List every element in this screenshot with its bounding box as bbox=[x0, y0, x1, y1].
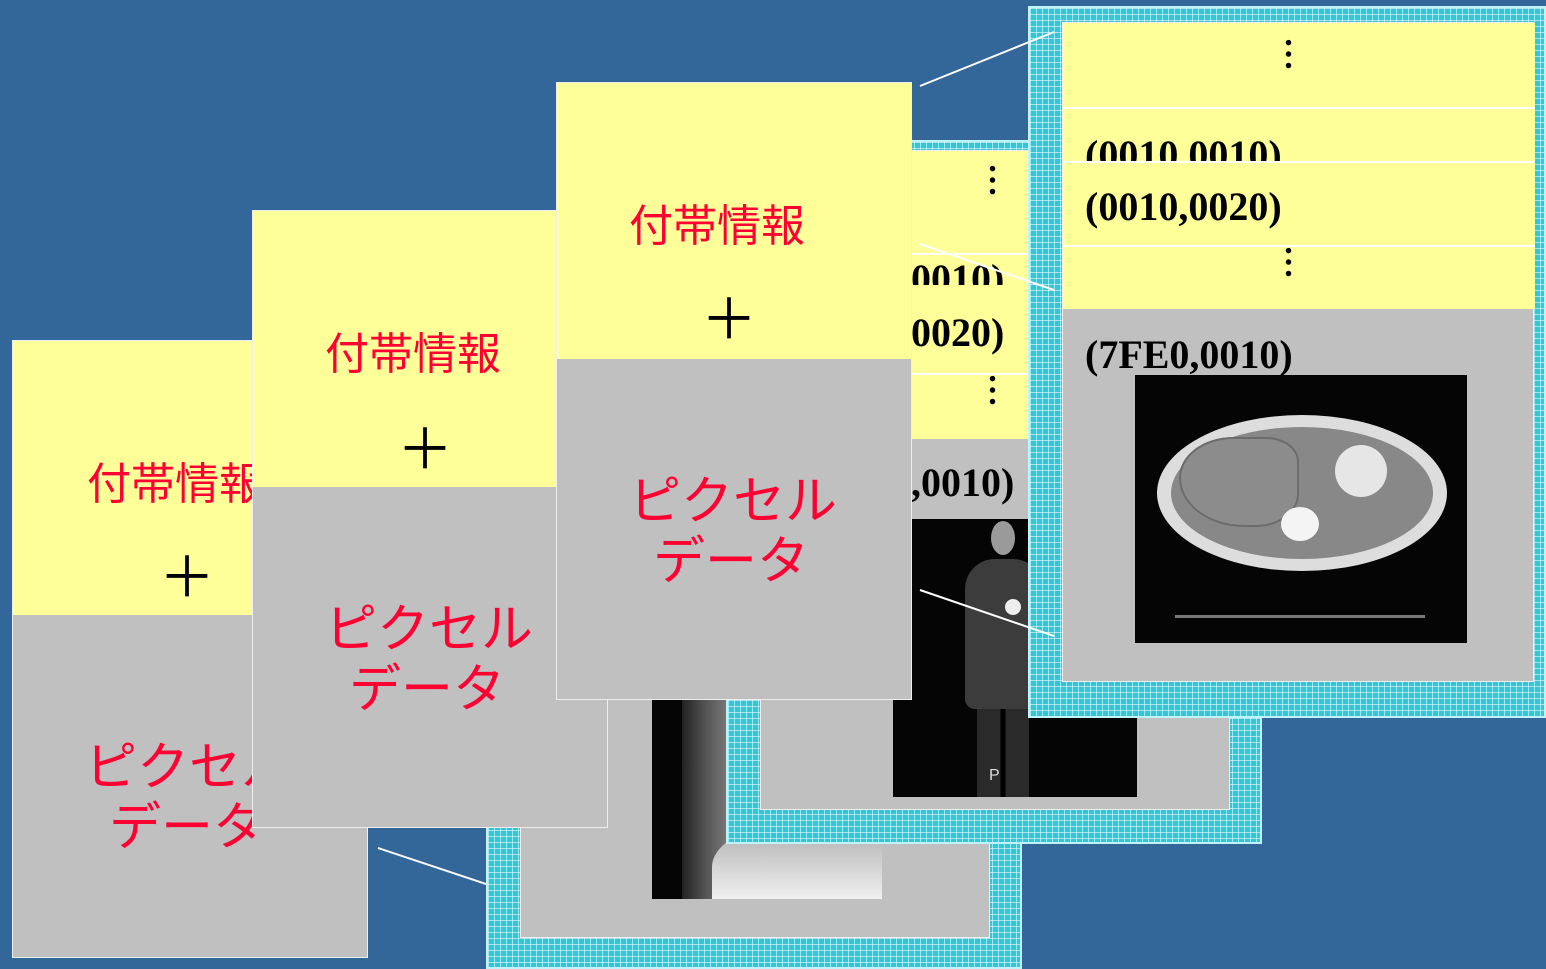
card-1-pixel-label-line2: データ bbox=[109, 798, 266, 858]
pet-marker-label: P bbox=[989, 767, 1000, 784]
pet-patient-id-tag: ,0020) bbox=[901, 310, 1005, 355]
card-3-metadata-section: 付帯情報 ＋ bbox=[557, 83, 911, 359]
card-3-plus-sign: ＋ bbox=[701, 288, 757, 353]
card-3-pixel-label-line1: ピクセル bbox=[629, 472, 838, 532]
dicom-file-card-2: 付帯情報 ＋ ピクセル データ bbox=[252, 210, 608, 828]
ct-abdomen-image bbox=[1135, 375, 1467, 643]
card-2-metadata-label: 付帯情報 bbox=[325, 329, 501, 380]
card-2-pixel-section: ピクセル データ bbox=[253, 487, 607, 827]
ct-table-line bbox=[1175, 615, 1425, 618]
card-1-metadata-label: 付帯情報 bbox=[87, 459, 263, 510]
ct-pixel-data-tag: (7FE0,0010) bbox=[1085, 332, 1293, 377]
card-2-pixel-label-line1: ピクセル bbox=[325, 600, 534, 660]
pet-heart-uptake bbox=[1005, 599, 1021, 615]
card-3-pixel-label-line2: データ bbox=[653, 532, 810, 592]
pet-patient-name-tag: ,0010) bbox=[901, 256, 1005, 285]
card-2-plus-sign: ＋ bbox=[397, 418, 453, 483]
ct-stomach bbox=[1335, 445, 1387, 497]
ct-patient-name-tag: (0010,0010) bbox=[1085, 132, 1282, 161]
pet-ellipsis-top: … bbox=[982, 163, 1019, 195]
card-1-plus-sign: ＋ bbox=[159, 546, 215, 611]
card-3-pixel-section: ピクセル データ bbox=[557, 359, 911, 699]
pet-legs bbox=[977, 709, 1029, 797]
ct-liver bbox=[1179, 437, 1299, 527]
ct-patient-id-tag: (0010,0020) bbox=[1085, 184, 1282, 229]
ct-ellipsis-bottom: … bbox=[1278, 245, 1315, 277]
card-3-metadata-label: 付帯情報 bbox=[629, 201, 805, 252]
pet-ellipsis-bottom: … bbox=[982, 373, 1019, 405]
pet-head bbox=[991, 521, 1015, 555]
dicom-file-card-3: 付帯情報 ＋ ピクセル データ bbox=[556, 82, 912, 700]
card-2-pixel-label-line2: データ bbox=[349, 660, 506, 720]
ct-detail-header bbox=[1063, 23, 1535, 309]
ct-ellipsis-top: … bbox=[1278, 37, 1315, 69]
pet-pixel-data-tag: ,0010) bbox=[911, 460, 1015, 505]
dicom-file-card-1: 付帯情報 ＋ ピクセル データ bbox=[12, 340, 368, 958]
ct-detail-panel: … (0010,0010) (0010,0020) … (7FE0,0010) bbox=[1062, 22, 1535, 682]
ct-vertebra bbox=[1281, 507, 1319, 541]
card-2-metadata-section: 付帯情報 ＋ bbox=[253, 211, 607, 487]
